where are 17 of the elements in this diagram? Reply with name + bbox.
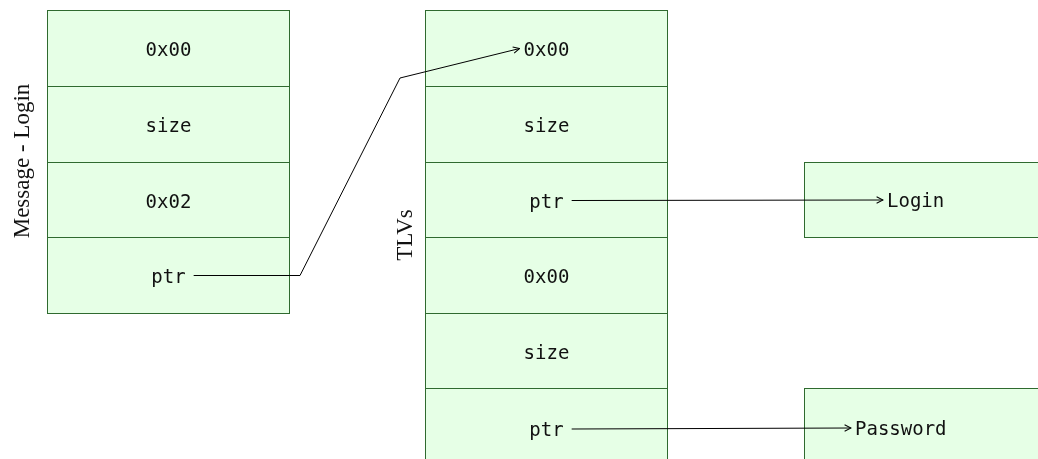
pointer-arrow bbox=[193, 46, 521, 276]
memory-cell: ptr bbox=[47, 237, 290, 314]
memory-cell: 0x00 bbox=[47, 10, 290, 87]
memory-cell: ptr bbox=[425, 162, 668, 239]
memory-cell: size bbox=[47, 86, 290, 163]
stack-title: Message - Login bbox=[8, 83, 35, 239]
memory-cell: ptr bbox=[425, 388, 668, 459]
stack-title: TLVs bbox=[391, 209, 418, 261]
memory-cell: Login bbox=[804, 162, 1038, 238]
pointer-arrow bbox=[571, 196, 884, 204]
memory-cell: 0x00 bbox=[425, 237, 668, 314]
memory-cell: size bbox=[425, 313, 668, 390]
memory-cell: 0x00 bbox=[425, 10, 668, 87]
pointer-arrow bbox=[571, 424, 852, 432]
memory-cell: Password bbox=[804, 388, 1038, 459]
memory-cell: size bbox=[425, 86, 668, 163]
memory-cell: 0x02 bbox=[47, 162, 290, 239]
